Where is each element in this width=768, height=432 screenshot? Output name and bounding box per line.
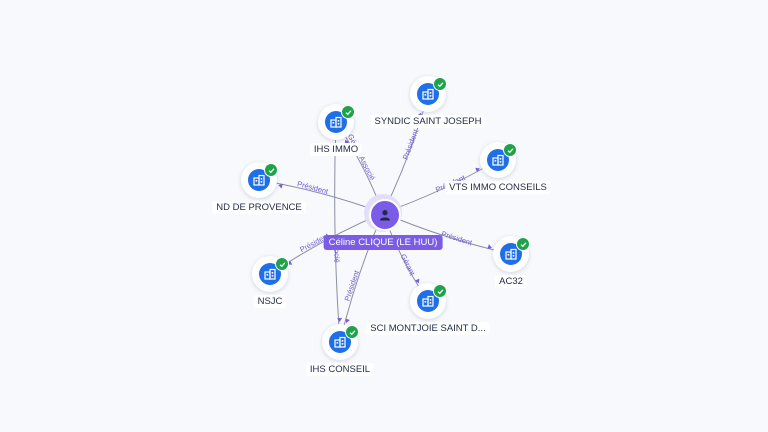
edge-arrow-sci [414,278,420,284]
edge-arrow-ihs-conseil [345,318,350,324]
verified-check-icon [503,143,517,157]
company-name-label: VTS IMMO CONSEILS [445,181,551,194]
edge-role-label: Gérant [399,252,418,277]
company-name-label: IHS IMMO [309,143,363,156]
edge-arrow-vts [475,167,480,173]
edge-role-label: Président [440,229,474,248]
company-name-label: ND DE PROVENCE [212,201,306,214]
verified-check-icon [345,325,359,339]
edge-role-label: Président [343,268,362,302]
person-icon [369,199,401,231]
edge-arrow-ac32 [487,244,492,250]
company-name-label: NSJC [253,295,287,308]
company-icon [417,83,439,105]
verified-check-icon [264,163,278,177]
company-icon [417,290,439,312]
company-icon [500,243,522,265]
verified-check-icon [433,77,447,91]
company-icon [259,263,281,285]
company-icon [325,111,347,133]
company-icon [329,331,351,353]
company-name-label: SCI MONTJOIE SAINT D... [366,322,490,335]
company-icon [487,149,509,171]
edge-arrow-ihs-immo-to-ihs-conseil [337,317,343,323]
edge-role-label: Président [296,179,330,196]
verified-check-icon [516,237,530,251]
company-name-label: AC32 [495,275,527,288]
edge-role-label: Gérant Associé [346,133,377,182]
person-name-label: Céline CLIQUE (LE HUU) [323,235,443,250]
company-name-label: SYNDIC SAINT JOSEPH [370,115,486,128]
company-icon [248,169,270,191]
edge-arrow-nd [278,183,283,189]
verified-check-icon [433,284,447,298]
edge-role-label: Président [401,127,421,161]
verified-check-icon [341,105,355,119]
verified-check-icon [275,257,289,271]
company-name-label: IHS CONSEIL [305,363,375,376]
